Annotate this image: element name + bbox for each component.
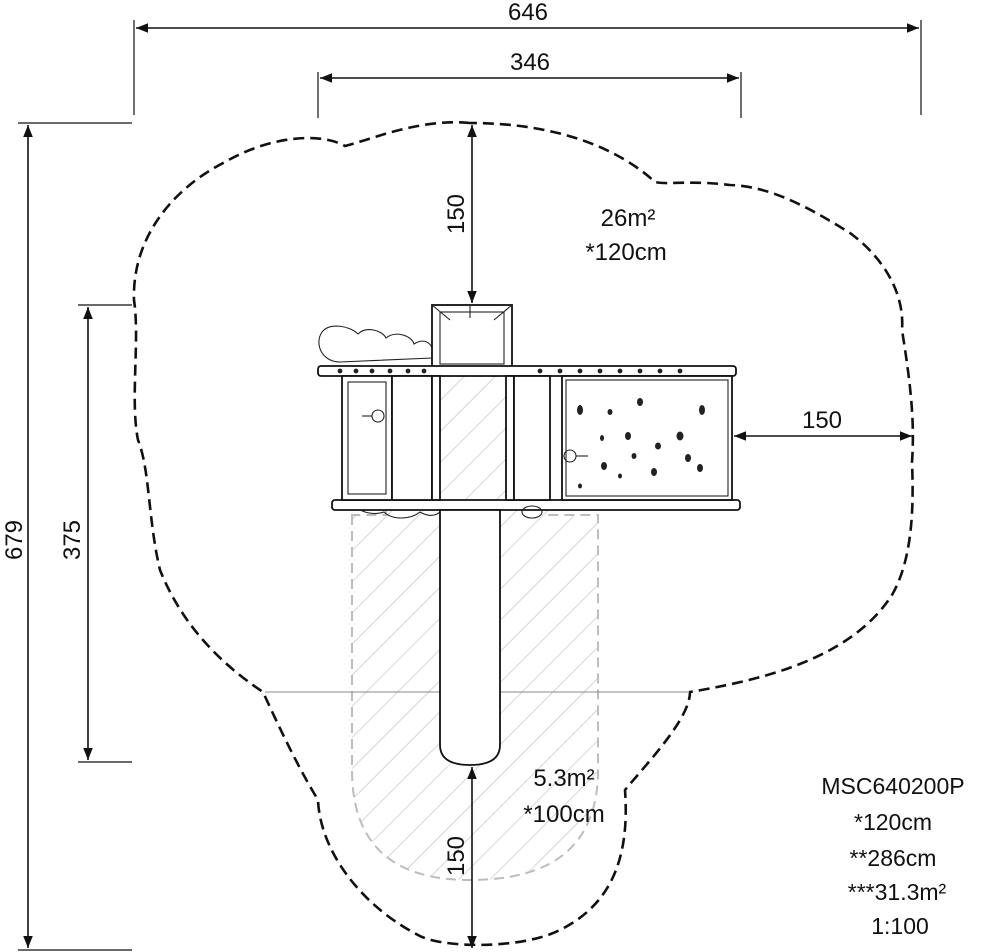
dimension-clearance-top: 150 bbox=[443, 125, 477, 303]
model-number: MSC640200P bbox=[821, 773, 964, 799]
main-area-label: 26m² bbox=[601, 205, 656, 232]
bush-decoration-left bbox=[318, 325, 434, 363]
info-fall-height: *120cm bbox=[854, 809, 932, 835]
info-total-height: **286cm bbox=[850, 845, 937, 871]
dimension-overall-width: 646 bbox=[133, 0, 922, 115]
info-total-area: ***31.3m² bbox=[848, 879, 947, 905]
play-structure bbox=[317, 304, 741, 766]
dimension-platform-width: 346 bbox=[317, 49, 742, 118]
slide-fall-height-label: *100cm bbox=[523, 801, 604, 828]
info-scale: 1:100 bbox=[871, 913, 929, 939]
safety-zone-outline bbox=[132, 120, 915, 947]
dimension-clearance-bottom: 150 bbox=[443, 767, 477, 948]
climbing-wall bbox=[561, 375, 733, 501]
dim-clearance-top-label: 150 bbox=[443, 194, 470, 234]
dim-overall-height-label: 679 bbox=[1, 520, 28, 560]
bush-decoration-bottom bbox=[351, 499, 445, 519]
dim-clearance-bottom-label: 150 bbox=[443, 836, 470, 876]
dimension-overall-height: 679 bbox=[1, 122, 132, 951]
slide-area-label: 5.3m² bbox=[533, 765, 594, 792]
dim-clearance-right-label: 150 bbox=[802, 407, 842, 434]
dimension-clearance-right: 150 bbox=[734, 407, 912, 441]
main-fall-height-label: *120cm bbox=[585, 239, 666, 266]
dim-structure-height-label: 375 bbox=[59, 520, 86, 560]
slide-chute bbox=[439, 509, 501, 766]
climbing-holds bbox=[577, 398, 705, 489]
product-info-block: MSC640200P *120cm **286cm ***31.3m² 1:10… bbox=[821, 773, 964, 939]
dim-overall-width-label: 646 bbox=[508, 0, 548, 26]
dim-platform-width-label: 346 bbox=[510, 49, 550, 76]
dimension-structure-height: 375 bbox=[59, 304, 132, 763]
